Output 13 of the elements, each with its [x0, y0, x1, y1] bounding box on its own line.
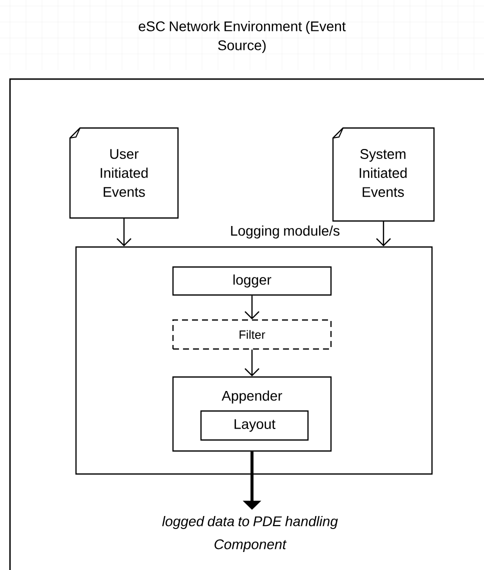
box-label: Layout: [234, 419, 276, 432]
arrow: [376, 221, 391, 246]
arrow: [116, 218, 132, 246]
box-label: User Initiated Events: [100, 149, 148, 197]
arrow: [244, 296, 260, 320]
title: eSC Network Environment (Event Source): [138, 20, 346, 54]
box-label: Appender: [222, 390, 282, 404]
box-label: Logging module/s: [231, 225, 340, 239]
box-label: logger: [233, 274, 272, 288]
box-label: Filter: [240, 330, 266, 339]
box-label: System Initiated Events: [360, 149, 407, 197]
arrow: [244, 350, 260, 376]
output-label: logged data to PDE handling Component: [162, 516, 338, 552]
